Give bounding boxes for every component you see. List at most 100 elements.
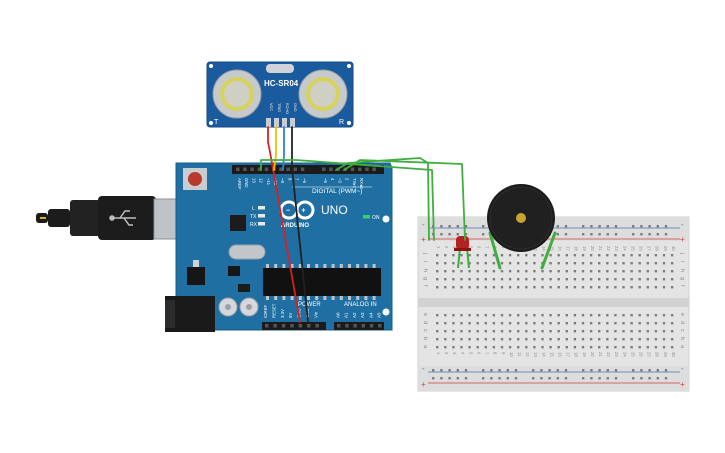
- row-letter: b: [422, 337, 428, 340]
- column-number: 9: [501, 246, 506, 249]
- column-number: 17: [566, 352, 571, 357]
- row-letter: f: [422, 285, 428, 287]
- row-letter: e: [422, 313, 428, 316]
- row-letter: g: [679, 277, 685, 280]
- row-letter: c: [422, 329, 428, 332]
- pin-label: ~9: [280, 178, 285, 184]
- analog-header: [334, 322, 384, 330]
- column-number: 4: [460, 352, 465, 355]
- column-number: 12: [525, 352, 530, 357]
- column-number: 20: [590, 352, 595, 357]
- row-letter: j: [679, 252, 685, 254]
- sensor-pin-label: ECHO: [285, 103, 289, 114]
- rail-plus-bottom-right: +: [680, 380, 685, 389]
- row-letter: d: [422, 321, 428, 324]
- wire-echo-blue: [282, 126, 285, 171]
- column-number: 13: [533, 246, 538, 251]
- pin-label: 12: [259, 178, 264, 183]
- pin-label: GND: [244, 178, 249, 188]
- column-number: 19: [582, 352, 587, 357]
- pin-label: 13: [251, 178, 256, 183]
- analog-pin-label: A3: [360, 312, 365, 318]
- column-number: 27: [647, 352, 652, 357]
- reset-button[interactable]: [183, 168, 207, 190]
- usb-symbol-icon: [109, 210, 136, 226]
- rx-label: RX: [250, 222, 258, 228]
- sensor-pins[interactable]: [266, 118, 295, 127]
- column-number: 9: [501, 352, 506, 355]
- column-number: 29: [663, 246, 668, 251]
- transducer-right: [298, 69, 348, 119]
- power-jack[interactable]: [165, 296, 215, 332]
- microcontroller-chip: [263, 268, 381, 296]
- digital-header: [232, 165, 384, 174]
- pin-label: RX◂0: [359, 178, 364, 189]
- sensor-model-label: HC-SR04: [264, 79, 299, 88]
- pin-label: ~11: [266, 178, 271, 186]
- column-number: 8: [493, 352, 498, 355]
- row-letter: d: [679, 321, 685, 324]
- column-number: 14: [541, 246, 546, 251]
- column-number: 23: [614, 246, 619, 251]
- wire-green-pin2: [335, 157, 430, 241]
- column-number: 16: [558, 246, 563, 251]
- sensor-pin-label: TRIG: [277, 103, 281, 112]
- column-number: 19: [582, 246, 587, 251]
- pin-label: TX▸1: [352, 178, 357, 189]
- column-number: 26: [639, 246, 644, 251]
- model-label: UNO: [321, 203, 348, 217]
- l-label: L: [252, 206, 255, 212]
- wire-vcc-red: [267, 126, 301, 323]
- power-pin-label: RESET: [271, 303, 276, 318]
- column-number: 13: [533, 352, 538, 357]
- column-number: 7: [485, 352, 490, 355]
- column-number: 2: [444, 352, 449, 355]
- column-number: 18: [574, 352, 579, 357]
- analog-pin-label: A2: [352, 312, 357, 318]
- row-letter: e: [679, 313, 685, 316]
- analog-pin-label: A4: [368, 312, 373, 318]
- column-number: 6: [477, 246, 482, 249]
- column-number: 23: [614, 352, 619, 357]
- column-number: 1: [436, 246, 441, 249]
- column-number: 10: [509, 352, 514, 357]
- transducer-left: [212, 69, 262, 119]
- column-number: 28: [655, 352, 660, 357]
- column-number: 30: [671, 246, 676, 251]
- analog-pin-label: A1: [344, 312, 349, 318]
- rail-minus-top-left: -: [422, 220, 425, 229]
- rail-plus-bottom-left: +: [421, 380, 426, 389]
- row-letter: h: [422, 269, 428, 272]
- power-label: POWER: [298, 302, 321, 308]
- wires[interactable]: [260, 126, 466, 323]
- on-label: ON: [372, 215, 380, 221]
- row-letter: i: [679, 261, 685, 262]
- piezo-buzzer[interactable]: [487, 184, 557, 270]
- rail-plus-top-left: +: [421, 235, 426, 244]
- column-number: 7: [485, 246, 490, 249]
- power-pin-label: Vin: [313, 311, 318, 318]
- column-number: 20: [590, 246, 595, 251]
- pin-label: AREF: [237, 178, 242, 190]
- row-letter: f: [679, 285, 685, 287]
- column-number: 6: [477, 352, 482, 355]
- power-pin-label: 5V: [288, 313, 293, 318]
- wire-green-pin: [343, 159, 466, 241]
- column-number: 1: [436, 352, 441, 355]
- column-number: 5: [468, 352, 473, 355]
- column-number: 17: [566, 246, 571, 251]
- sensor-corner-t: T: [214, 119, 219, 126]
- column-number: 25: [630, 246, 635, 251]
- column-number: 15: [549, 246, 554, 251]
- row-letter: i: [422, 261, 428, 262]
- column-number: 29: [663, 352, 668, 357]
- wire-trig-yellow: [273, 126, 277, 171]
- pin-label: 2: [345, 178, 350, 181]
- brand-label: ARDUINO: [281, 223, 309, 229]
- column-number: 2: [444, 246, 449, 249]
- column-number: 11: [517, 352, 522, 357]
- column-number: 30: [671, 352, 676, 357]
